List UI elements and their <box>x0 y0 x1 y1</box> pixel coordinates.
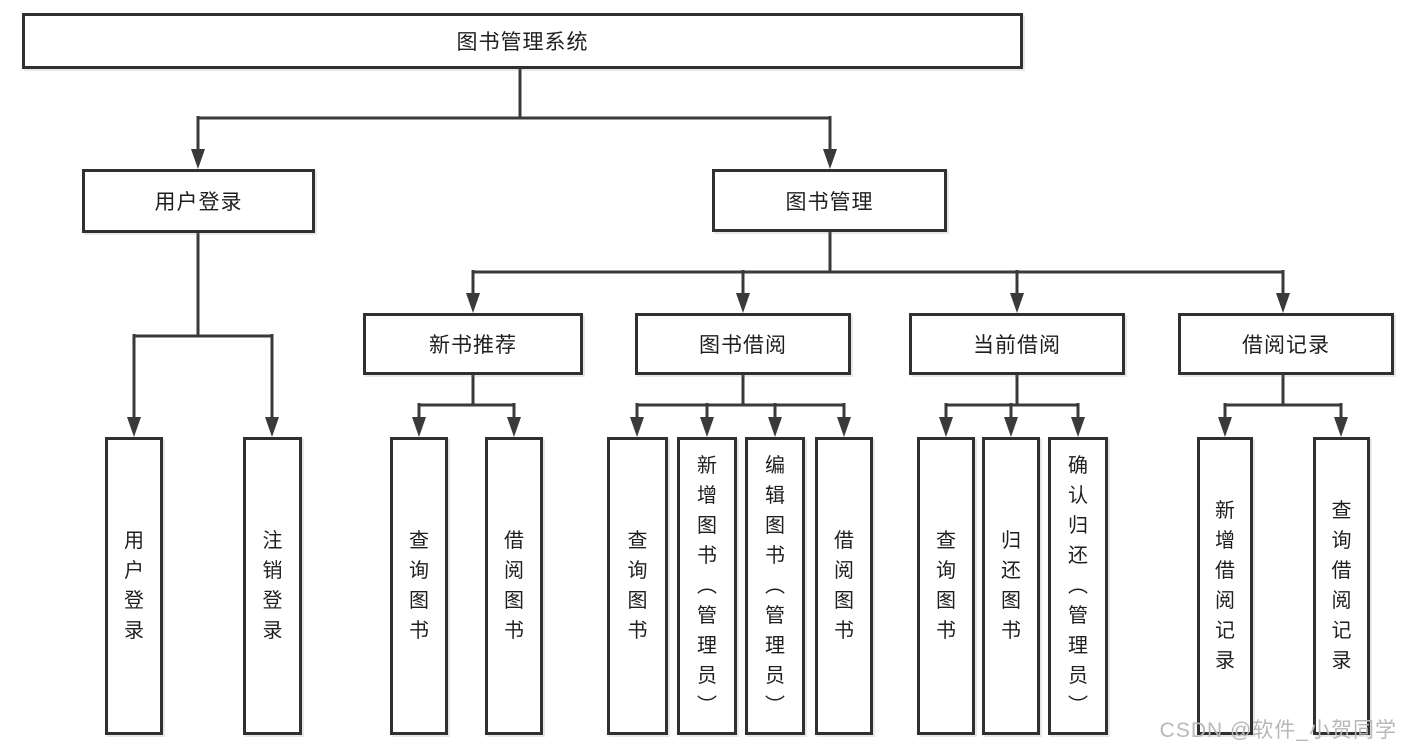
arrowhead <box>127 417 141 437</box>
leaf-borrow-books: 借阅图书 <box>815 437 873 735</box>
connector-book-mgmt-groups <box>466 232 1290 313</box>
node-label: 借阅图书 <box>834 530 854 642</box>
connector-user-login-children <box>127 233 279 437</box>
arrowhead <box>265 417 279 437</box>
node-label: 用户登录 <box>154 191 243 214</box>
arrowhead <box>466 293 480 313</box>
node-label: 借阅记录 <box>1242 334 1330 357</box>
node-label: 借阅图书 <box>504 530 524 642</box>
leaf-confirm-return-admin: 确认归还︵管理员︶ <box>1048 437 1108 735</box>
node-label: 编辑图书︵管理员︶ <box>765 455 785 717</box>
connector-current-borrow-children <box>939 375 1085 437</box>
arrowhead <box>412 417 426 437</box>
leaf-edit-books-admin: 编辑图书︵管理员︶ <box>745 437 805 735</box>
node-new-book-recommend: 新书推荐 <box>363 313 583 375</box>
arrowhead <box>939 417 953 437</box>
arrowhead <box>1218 417 1232 437</box>
leaf-user-login: 用户登录 <box>105 437 163 735</box>
arrowhead <box>736 293 750 313</box>
arrowhead <box>191 149 205 169</box>
node-label: 新增图书︵管理员︶ <box>697 455 717 717</box>
node-label: 注销登录 <box>262 530 283 642</box>
node-label: 新书推荐 <box>429 334 517 357</box>
leaf-query-books-recommend: 查询图书 <box>390 437 448 735</box>
node-user-login: 用户登录 <box>82 169 315 233</box>
arrowhead <box>1334 417 1348 437</box>
arrowhead <box>837 417 851 437</box>
leaf-add-books-admin: 新增图书︵管理员︶ <box>677 437 737 735</box>
arrowhead <box>1071 417 1085 437</box>
leaf-add-borrow-record: 新增借阅记录 <box>1197 437 1253 735</box>
node-label: 用户登录 <box>124 530 144 642</box>
leaf-return-books: 归还图书 <box>982 437 1040 735</box>
csdn-watermark: CSDN @软件_小贺同学 <box>1159 719 1397 742</box>
node-label: 查询借阅记录 <box>1331 500 1352 672</box>
arrowhead <box>630 417 644 437</box>
node-label: 图书管理系统 <box>456 31 589 54</box>
node-borrowing-records: 借阅记录 <box>1178 313 1394 375</box>
arrowhead <box>700 417 714 437</box>
leaf-borrow-books-recommend: 借阅图书 <box>485 437 543 735</box>
connector-book-borrow-children <box>630 375 851 437</box>
node-current-borrowing: 当前借阅 <box>909 313 1125 375</box>
node-label: 查询图书 <box>409 530 429 642</box>
arrowhead <box>1004 417 1018 437</box>
node-label: 当前借阅 <box>973 334 1061 357</box>
arrowhead <box>823 149 837 169</box>
node-label: 新增借阅记录 <box>1215 500 1235 672</box>
arrowhead <box>507 417 521 437</box>
arrowhead <box>1276 293 1290 313</box>
node-label: 查询图书 <box>627 530 648 642</box>
leaf-query-books-current: 查询图书 <box>917 437 975 735</box>
connector-new-book-children <box>412 375 521 437</box>
node-book-management: 图书管理 <box>712 169 947 232</box>
connector-borrow-record-children <box>1218 375 1348 437</box>
leaf-logout: 注销登录 <box>243 437 302 735</box>
leaf-query-borrow-record: 查询借阅记录 <box>1313 437 1370 735</box>
node-root-library-system: 图书管理系统 <box>22 13 1023 69</box>
connector-root-to-level2 <box>191 69 837 169</box>
node-label: 图书借阅 <box>699 334 787 357</box>
arrowhead <box>768 417 782 437</box>
node-label: 归还图书 <box>1001 530 1021 642</box>
node-label: 查询图书 <box>936 530 956 642</box>
node-label: 图书管理 <box>785 190 874 214</box>
arrowhead <box>1010 293 1024 313</box>
leaf-query-books-borrow: 查询图书 <box>607 437 668 735</box>
node-label: 确认归还︵管理员︶ <box>1068 455 1088 717</box>
node-book-borrowing: 图书借阅 <box>635 313 851 375</box>
